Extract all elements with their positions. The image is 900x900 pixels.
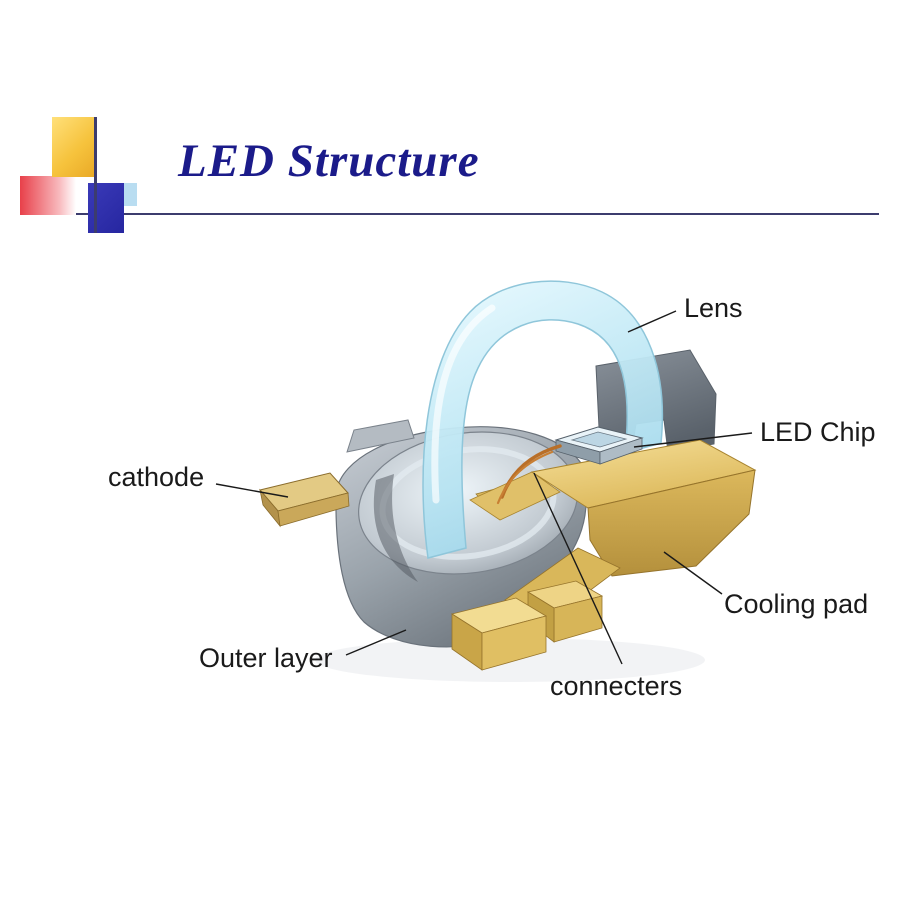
cooling-pad-leader-line [663,551,723,595]
cathode-shape [259,472,350,528]
leader-lines [215,310,753,665]
lens-shape [422,280,664,559]
label-outer-layer: Outer layer [199,643,333,673]
label-cooling-pad: Cooling pad [724,589,869,619]
label-led-chip: LED Chip [760,417,876,447]
lens-leader-line [627,310,677,333]
label-connecters: connecters [550,671,683,701]
connecters-leader-line [533,472,623,665]
connector-blocks [450,580,604,671]
bond-wire [496,444,562,505]
bowl-shadow [373,474,418,582]
decoration-red-square [20,176,76,215]
label-cathode: cathode [108,462,205,492]
decoration-lightblue-square [124,183,137,206]
led-chip-leader-line [633,432,753,448]
decoration-yellow-square [52,117,97,177]
cathode-leader-line [215,483,289,498]
housing-tab [346,419,415,453]
label-lens: Lens [684,293,743,323]
outer-layer-leader-line [345,629,407,656]
decoration-vertical-line [94,117,97,233]
led-chip-shape [554,426,644,465]
page-title: LED Structure [178,135,480,187]
decoration-horizontal-rule [57,213,879,215]
